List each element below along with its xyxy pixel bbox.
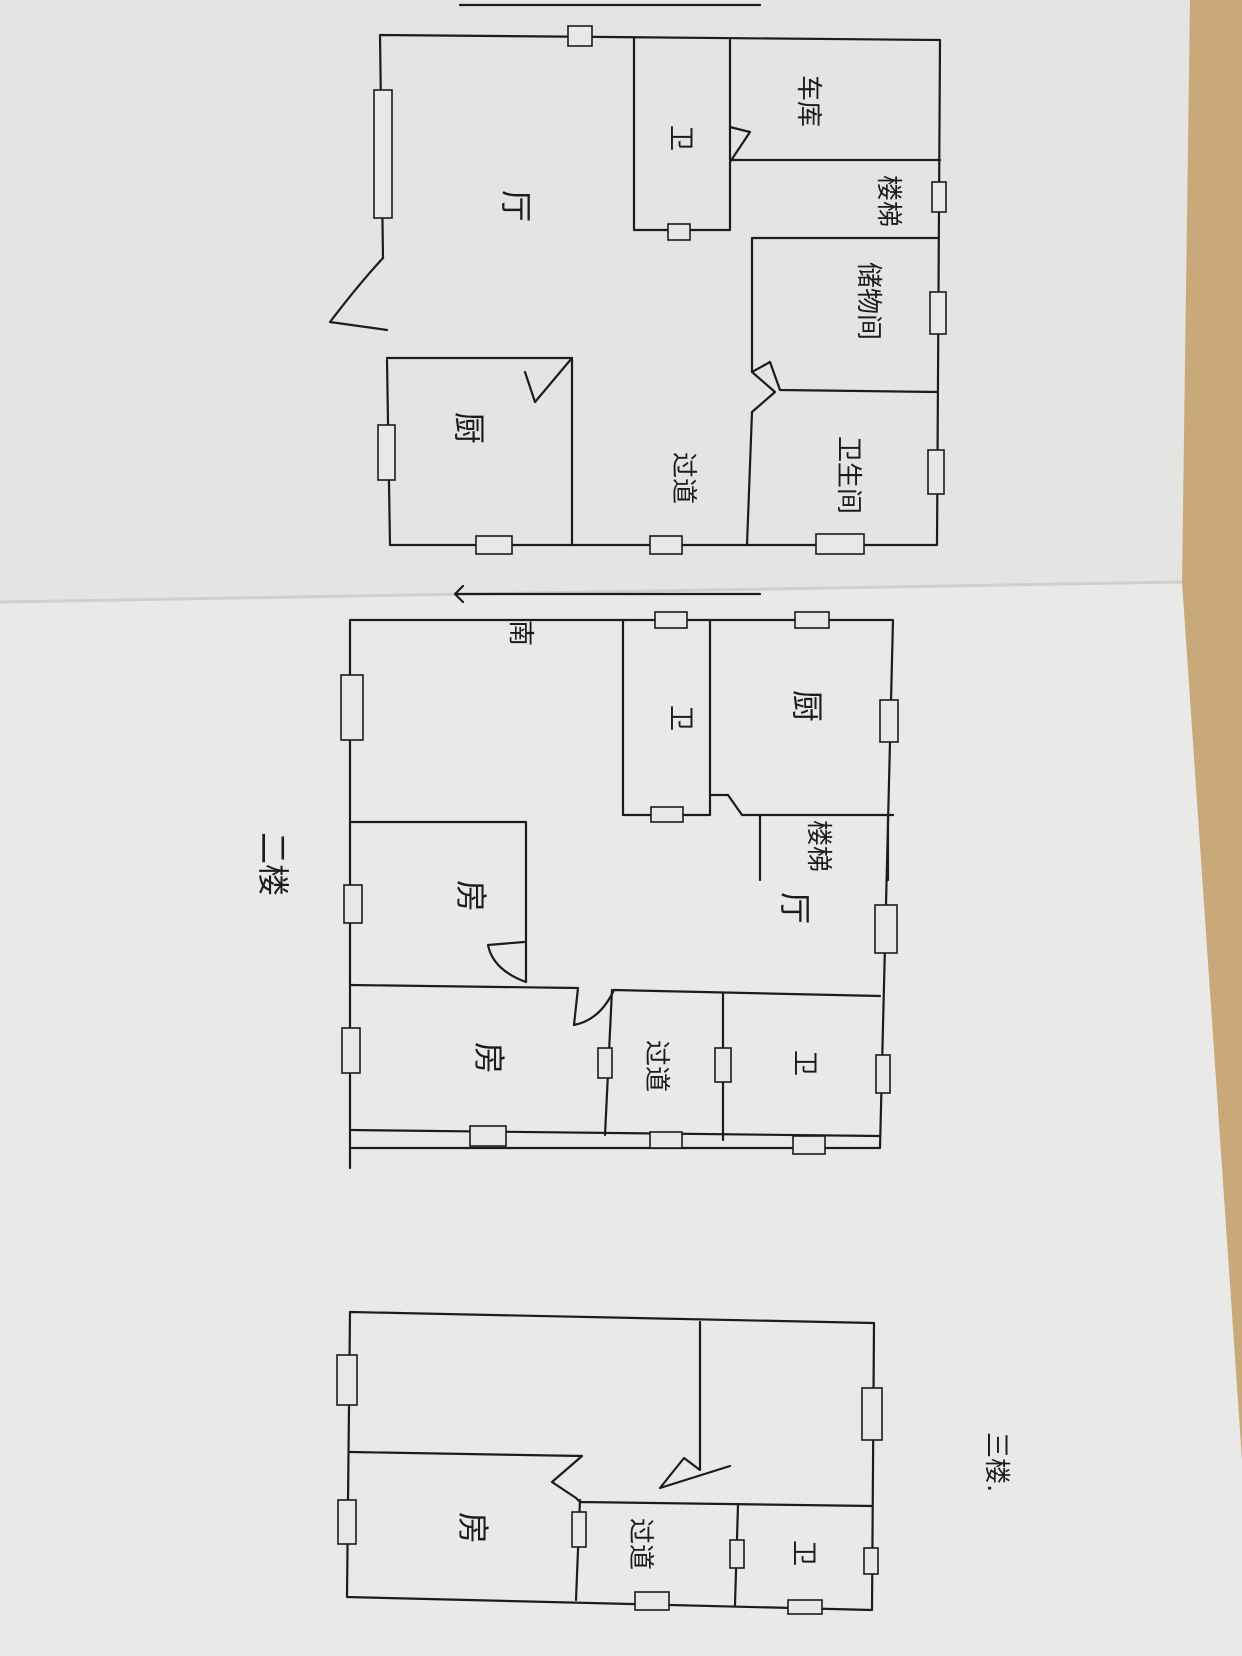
window (654, 611, 688, 629)
window (649, 535, 683, 555)
label-kitchen: 厨 (450, 412, 488, 444)
label-room-a: 房 (452, 880, 490, 912)
window (931, 181, 947, 213)
label-corridor: 过道 (625, 1518, 655, 1570)
window (597, 1047, 613, 1079)
plan-1-storage-wall (745, 236, 939, 547)
window (341, 1027, 361, 1074)
window (815, 533, 865, 555)
window (729, 1539, 745, 1569)
label-storage: 储物间 (853, 262, 883, 340)
label-hall: 厅 (497, 190, 535, 222)
plan-1-kitchen-door (523, 356, 574, 404)
window (475, 535, 513, 555)
window (863, 1547, 879, 1575)
plan-1-washroom-wall (750, 360, 939, 394)
plan-3-room-wall (348, 1450, 584, 1504)
window (373, 89, 393, 219)
window (567, 25, 593, 47)
upper-paper-sheet (0, 0, 1190, 602)
label-kitchen: 厨 (788, 690, 826, 722)
label-hall: 厅 (776, 892, 814, 924)
label-room: 房 (454, 1512, 492, 1544)
label-corridor: 过道 (641, 1040, 671, 1092)
window (714, 1047, 732, 1083)
north-arrow-line-2 (453, 584, 762, 604)
window (650, 806, 684, 823)
plan-2-room-b-wall (348, 983, 882, 1027)
plan-2-stairs-wall (758, 813, 890, 882)
plan-3-partition-wall (658, 1320, 732, 1490)
window (336, 1354, 358, 1406)
window (874, 904, 898, 954)
window (787, 1599, 823, 1615)
label-corridor: 过道 (668, 452, 698, 504)
label-stairs: 楼梯 (873, 175, 903, 227)
plan-2-south-wall (348, 1128, 882, 1138)
label-wc: 卫 (788, 1540, 818, 1566)
plan-1-ground-floor: 厅 卫 车库 楼梯 储物间 厨 过道 卫生间 (328, 3, 947, 555)
plan-1-garage-wall (728, 125, 942, 162)
plan-2-second-floor: 南 卫 厨 楼梯 厅 房 房 过道 卫 二楼 (254, 584, 899, 1170)
window (377, 424, 396, 481)
window (649, 1131, 683, 1149)
window (634, 1591, 670, 1611)
plan-2-room-a-wall (348, 820, 528, 984)
plan-3-third-floor: 房 过道 卫 三楼. (336, 1310, 1011, 1615)
lower-paper-sheet (0, 582, 1242, 1656)
label-room-b: 房 (470, 1042, 508, 1074)
window (340, 674, 364, 741)
label-wc-2: 卫 (789, 1050, 819, 1076)
plan-2-room-a-door (486, 940, 528, 984)
window (571, 1511, 587, 1548)
window (337, 1499, 357, 1545)
window (792, 1135, 826, 1155)
plan-2-title: 二楼 (254, 832, 292, 896)
window (667, 223, 691, 241)
window (929, 291, 947, 335)
plan-1-entry-door (328, 256, 389, 332)
label-wc: 卫 (665, 705, 695, 731)
window (794, 611, 830, 629)
window (343, 884, 363, 924)
label-garage: 车库 (793, 75, 823, 127)
window (875, 1054, 891, 1094)
label-stairs: 楼梯 (803, 820, 833, 872)
window (469, 1125, 507, 1147)
plan-2-outer-wall (348, 618, 895, 1170)
label-wc: 卫 (665, 125, 695, 151)
window (861, 1387, 883, 1441)
plan-2-kitchen-wall (708, 793, 895, 817)
plan-3-title: 三楼. (981, 1432, 1011, 1492)
window (927, 449, 945, 495)
paper-fold-line (0, 580, 1183, 604)
label-compass-south: 南 (505, 620, 535, 646)
label-washroom: 卫生间 (833, 436, 863, 514)
window (879, 699, 899, 743)
